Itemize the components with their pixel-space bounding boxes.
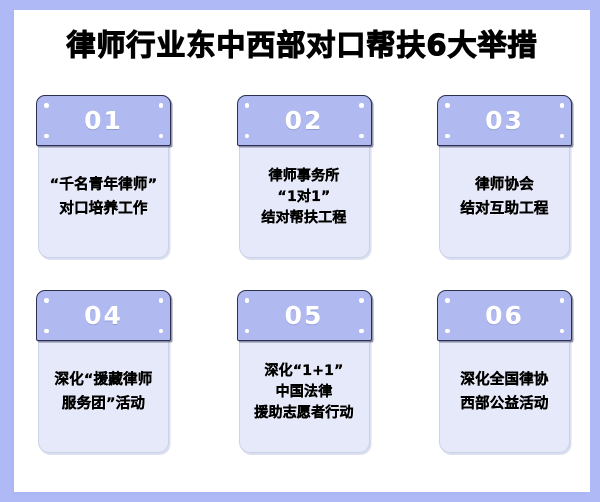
measure-card-01[interactable]: 01 “千名青年律师” 对口培养工作	[36, 95, 171, 258]
card-body-06: 深化全国律协 西部公益活动	[439, 339, 570, 453]
card-text-line: 律师事务所	[268, 167, 340, 184]
screw-dot-icon	[359, 328, 364, 333]
card-header-06: 06	[437, 290, 572, 341]
card-number-02: 02	[284, 106, 324, 135]
screw-dot-icon	[559, 133, 564, 138]
screw-dot-icon	[359, 298, 364, 303]
card-header-02: 02	[236, 95, 372, 146]
screw-dot-icon	[44, 328, 49, 333]
measure-card-05[interactable]: 05 深化“1+1” 中国法律 援助志愿者行动	[236, 290, 372, 453]
card-text-line: “1对1”	[277, 188, 331, 205]
screw-dot-icon	[44, 103, 49, 108]
card-header-03: 03	[437, 95, 572, 146]
measure-card-04[interactable]: 04 深化“援藏律师 服务团”活动	[36, 290, 171, 453]
card-body-02: 律师事务所 “1对1” 结对帮扶工程	[238, 144, 370, 258]
card-text-line: 西部公益活动	[460, 395, 549, 412]
measure-card-06[interactable]: 06 深化全国律协 西部公益活动	[437, 290, 572, 453]
screw-dot-icon	[158, 298, 163, 303]
screw-dot-icon	[559, 298, 564, 303]
screw-dot-icon	[244, 103, 249, 108]
screw-dot-icon	[559, 103, 564, 108]
card-text-line: 服务团”活动	[61, 395, 146, 412]
measure-card-03[interactable]: 03 律师协会 结对互助工程	[437, 95, 572, 258]
card-text-line: 对口培养工作	[59, 200, 148, 217]
screw-dot-icon	[44, 298, 49, 303]
card-number-06: 06	[485, 301, 524, 330]
card-body-04: 深化“援藏律师 服务团”活动	[38, 339, 169, 453]
card-text-line: 中国法律	[275, 383, 333, 400]
card-number-05: 05	[284, 301, 324, 330]
card-text-line: 援助志愿者行动	[254, 405, 354, 422]
card-header-04: 04	[36, 290, 171, 341]
measure-card-02[interactable]: 02 律师事务所 “1对1” 结对帮扶工程	[236, 95, 372, 258]
screw-dot-icon	[445, 103, 450, 108]
screw-dot-icon	[559, 328, 564, 333]
screw-dot-icon	[244, 298, 249, 303]
card-body-05: 深化“1+1” 中国法律 援助志愿者行动	[238, 339, 370, 453]
screw-dot-icon	[44, 133, 49, 138]
card-body-03: 律师协会 结对互助工程	[439, 144, 570, 258]
card-number-01: 01	[84, 106, 123, 135]
page-title: 律师行业东中西部对口帮扶6大举措	[66, 28, 538, 62]
screw-dot-icon	[244, 328, 249, 333]
card-number-04: 04	[84, 301, 123, 330]
card-header-05: 05	[236, 290, 372, 341]
screw-dot-icon	[445, 328, 450, 333]
screw-dot-icon	[158, 133, 163, 138]
screw-dot-icon	[359, 103, 364, 108]
card-text-line: “千名青年律师”	[49, 177, 158, 194]
card-text-line: 结对帮扶工程	[261, 210, 347, 227]
measures-card-grid: 01 “千名青年律师” 对口培养工作 02 律师事务所 “1	[36, 95, 572, 453]
card-body-01: “千名青年律师” 对口培养工作	[38, 144, 169, 258]
screw-dot-icon	[359, 133, 364, 138]
poster-canvas: 律师行业东中西部对口帮扶6大举措 01 “千名青年律师” 对口培养工作	[14, 10, 590, 492]
card-text-line: 结对互助工程	[460, 200, 549, 217]
card-text-line: 深化全国律协	[460, 372, 549, 389]
screw-dot-icon	[158, 328, 163, 333]
screw-dot-icon	[244, 133, 249, 138]
screw-dot-icon	[445, 133, 450, 138]
card-text-line: 深化“援藏律师	[54, 372, 153, 389]
card-text-line: 律师协会	[475, 177, 534, 194]
card-header-01: 01	[36, 95, 171, 146]
screw-dot-icon	[158, 103, 163, 108]
screw-dot-icon	[445, 298, 450, 303]
card-number-03: 03	[485, 106, 524, 135]
card-text-line: 深化“1+1”	[264, 362, 344, 379]
